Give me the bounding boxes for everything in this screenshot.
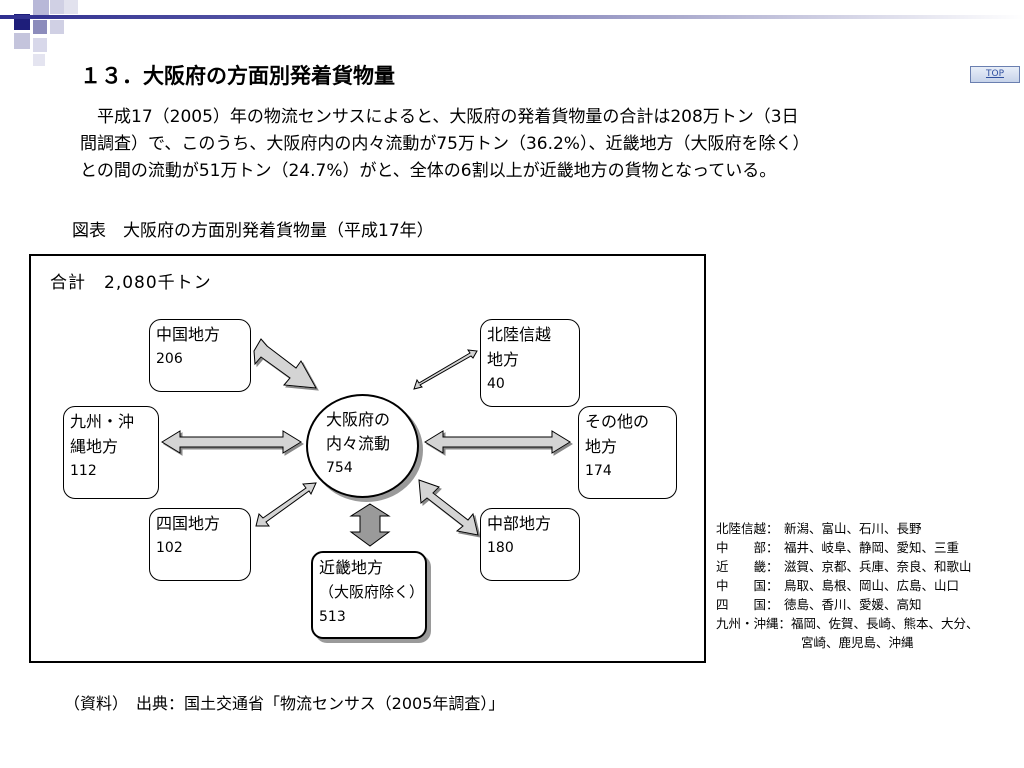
- region-label: 九州・沖: [70, 412, 135, 431]
- intro-paragraph: 平成17（2005）年の物流センサスによると、大阪府の発着貨物量の合計は208万…: [80, 104, 950, 185]
- region-label: 縄地方: [70, 437, 119, 456]
- center-value: 754: [326, 460, 353, 476]
- region-label: 四国地方: [156, 514, 221, 533]
- diagram-frame: [29, 254, 706, 663]
- legend-value: 滋賀、京都、兵庫、奈良、和歌山: [784, 559, 972, 574]
- figure-title: 図表 大阪府の方面別発着貨物量（平成17年）: [72, 221, 434, 241]
- legend-key: 北陸信越：: [716, 521, 779, 536]
- kinki-flow-arrow: [349, 503, 391, 547]
- region-label: その他の: [585, 412, 650, 431]
- chubu-flow-arrow: [418, 479, 479, 536]
- legend-key: 中 国：: [716, 578, 779, 593]
- region-label: 北陸信越: [487, 325, 552, 344]
- osaka-internal-circle: 大阪府の 内々流動 754: [306, 394, 419, 498]
- legend-key: 四 国：: [716, 597, 779, 612]
- region-value: 206: [156, 351, 183, 367]
- region-label: 地方: [487, 350, 520, 369]
- corner-decoration: [0, 0, 80, 70]
- shikoku-flow-arrow: [255, 482, 317, 527]
- region-box-other: その他の 地方 174: [578, 406, 677, 499]
- region-value: 112: [70, 463, 97, 479]
- region-label: 中部地方: [487, 514, 552, 533]
- region-box-hokuriku: 北陸信越 地方 40: [480, 319, 580, 407]
- region-label: 地方: [585, 437, 618, 456]
- region-value: 180: [487, 540, 514, 556]
- legend-key: 中 部：: [716, 540, 779, 555]
- kyushu-flow-arrow: [161, 430, 302, 454]
- legend-value: 福井、岐阜、静岡、愛知、三重: [784, 540, 960, 555]
- region-label: （大阪府除く）: [319, 583, 425, 601]
- region-box-chubu: 中部地方 180: [480, 508, 580, 581]
- region-legend: 北陸信越： 新潟、富山、石川、長野 中 部： 福井、岐阜、静岡、愛知、三重 近 畿：…: [716, 519, 979, 652]
- total-label: 合計 2,080千トン: [50, 273, 212, 293]
- hokuriku-flow-arrow: [413, 349, 478, 390]
- top-link-button[interactable]: TOP: [970, 66, 1020, 83]
- center-label: 内々流動: [326, 434, 391, 453]
- header-gradient-bar: [0, 15, 1024, 19]
- center-label: 大阪府の: [326, 410, 391, 429]
- intro-line: との間の流動が51万トン（24.7%）がと、全体の6割以上が近畿地方の貨物となっ…: [80, 161, 777, 181]
- region-value: 40: [487, 376, 505, 392]
- page-title: １３．大阪府の方面別発着貨物量: [80, 64, 395, 88]
- legend-row: 中 国： 鳥取、島根、岡山、広島、山口: [716, 576, 979, 595]
- region-label: 近畿地方: [319, 558, 384, 577]
- region-box-shikoku: 四国地方 102: [149, 508, 251, 581]
- region-box-kyushu: 九州・沖 縄地方 112: [63, 406, 159, 499]
- region-box-chugoku: 中国地方 206: [149, 319, 251, 392]
- region-box-kinki: 近畿地方 （大阪府除く） 513: [311, 551, 427, 639]
- legend-key: 九州・沖縄：: [716, 616, 792, 631]
- legend-row: 四 国： 徳島、香川、愛媛、高知: [716, 595, 979, 614]
- intro-line: 間調査）で、このうち、大阪府内の内々流動が75万トン（36.2%）、近畿地方（大…: [80, 134, 810, 154]
- source-note: （資料） 出典：国土交通省「物流センサス（2005年調査）」: [64, 694, 505, 713]
- other-flow-arrow: [424, 430, 571, 454]
- region-value: 102: [156, 540, 183, 556]
- legend-value: 新潟、富山、石川、長野: [784, 521, 922, 536]
- legend-value: 宮崎、鹿児島、沖縄: [801, 635, 914, 650]
- legend-row: 宮崎、鹿児島、沖縄: [716, 633, 979, 652]
- legend-key: 近 畿：: [716, 559, 779, 574]
- legend-row: 中 部： 福井、岐阜、静岡、愛知、三重: [716, 538, 979, 557]
- legend-row: 近 畿： 滋賀、京都、兵庫、奈良、和歌山: [716, 557, 979, 576]
- legend-row: 九州・沖縄：福岡、佐賀、長崎、熊本、大分、: [716, 614, 979, 633]
- legend-value: 鳥取、島根、岡山、広島、山口: [784, 578, 960, 593]
- chugoku-flow-arrow: [253, 338, 317, 389]
- legend-value: 徳島、香川、愛媛、高知: [784, 597, 922, 612]
- intro-line: 平成17（2005）年の物流センサスによると、大阪府の発着貨物量の合計は208万…: [80, 107, 799, 127]
- legend-row: 北陸信越： 新潟、富山、石川、長野: [716, 519, 979, 538]
- region-label: 中国地方: [156, 325, 221, 344]
- legend-value: 福岡、佐賀、長崎、熊本、大分、: [791, 616, 979, 631]
- region-value: 174: [585, 463, 612, 479]
- region-value: 513: [319, 609, 346, 625]
